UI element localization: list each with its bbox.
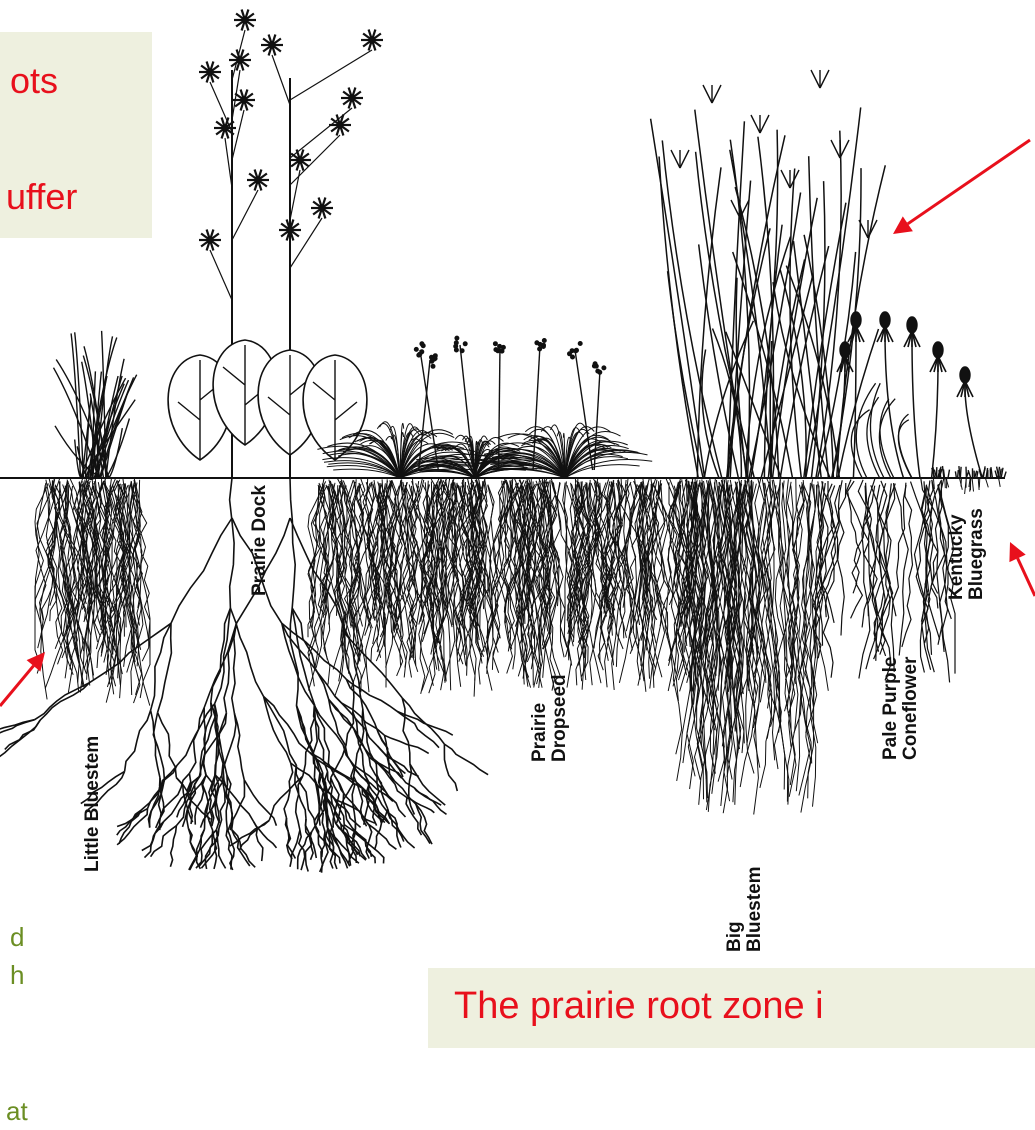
side-text-1: d <box>10 918 24 956</box>
top-big-bluestem <box>651 70 886 478</box>
label-prairie-dropseed-2: Dropseed <box>549 674 571 762</box>
plant-tops <box>54 10 1007 495</box>
top-left-callout-line1: ots <box>10 60 58 102</box>
label-kentucky-bluegrass-1: Kentucky <box>946 514 968 600</box>
label-little-bluestem: Little Bluestem <box>82 736 104 872</box>
label-prairie-dock: Prairie Dock <box>249 485 271 596</box>
roots-little-bluestem <box>35 478 150 706</box>
label-pale-purple-coneflower-1: Pale Purple <box>880 657 902 761</box>
top-prairie-dock <box>168 10 383 479</box>
side-text-2: h <box>10 956 24 994</box>
top-prairie-dropseed <box>317 336 652 478</box>
label-kentucky-bluegrass-2: Bluegrass <box>966 508 988 600</box>
side-text-3: at <box>6 1092 28 1130</box>
label-prairie-dropseed-1: Prairie <box>529 703 551 762</box>
label-big-bluestem-1: Big <box>724 921 746 952</box>
root-systems <box>0 478 955 873</box>
label-pale-purple-coneflower-2: Coneflower <box>900 657 922 760</box>
label-big-bluestem-2: Bluestem <box>744 866 766 952</box>
top-pale-purple-coneflower <box>832 312 982 478</box>
bottom-banner-text: The prairie root zone i <box>454 985 824 1028</box>
roots-prairie-dropseed <box>308 478 710 697</box>
top-little-bluestem <box>54 331 137 480</box>
arrow-to-kentucky-bluegrass <box>1009 542 1035 596</box>
top-left-callout-line2: uffer <box>6 176 77 218</box>
roots-big-bluestem <box>670 478 828 815</box>
arrow-to-big-bluestem <box>893 140 1030 234</box>
arrow-to-little-bluestem <box>0 652 45 706</box>
roots-pale-purple-coneflower <box>810 478 955 684</box>
